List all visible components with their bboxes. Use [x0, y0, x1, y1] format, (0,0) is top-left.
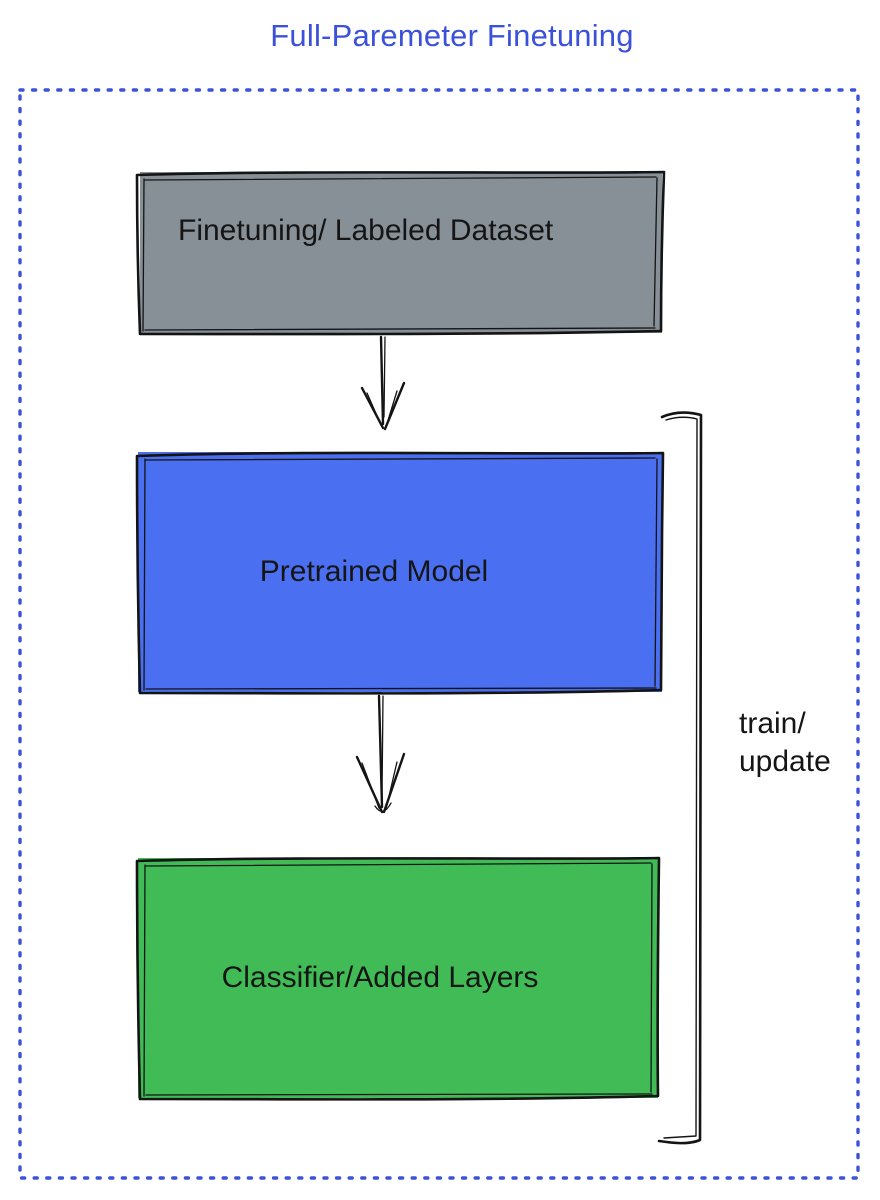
box-pretrained-model: Pretrained Model — [138, 452, 662, 692]
box-classifier-added-layers: Classifier/Added Layers — [138, 858, 658, 1098]
box-pretrained-model-label: Pretrained Model — [259, 555, 489, 588]
connector-arrow-down-2 — [355, 694, 406, 814]
bracket-label: train/ update — [739, 707, 831, 778]
box-finetuning-dataset: Finetuning/ Labeled Dataset — [140, 172, 662, 333]
connector-arrow-down-1 — [360, 335, 406, 431]
box-finetuning-dataset-label: Finetuning/ Labeled Dataset — [178, 214, 554, 247]
box-classifier-added-layers-label: Classifier/Added Layers — [221, 961, 539, 994]
train-update-bracket — [657, 411, 703, 1145]
diagram-title: Full-Paremeter Finetuning — [270, 18, 634, 53]
